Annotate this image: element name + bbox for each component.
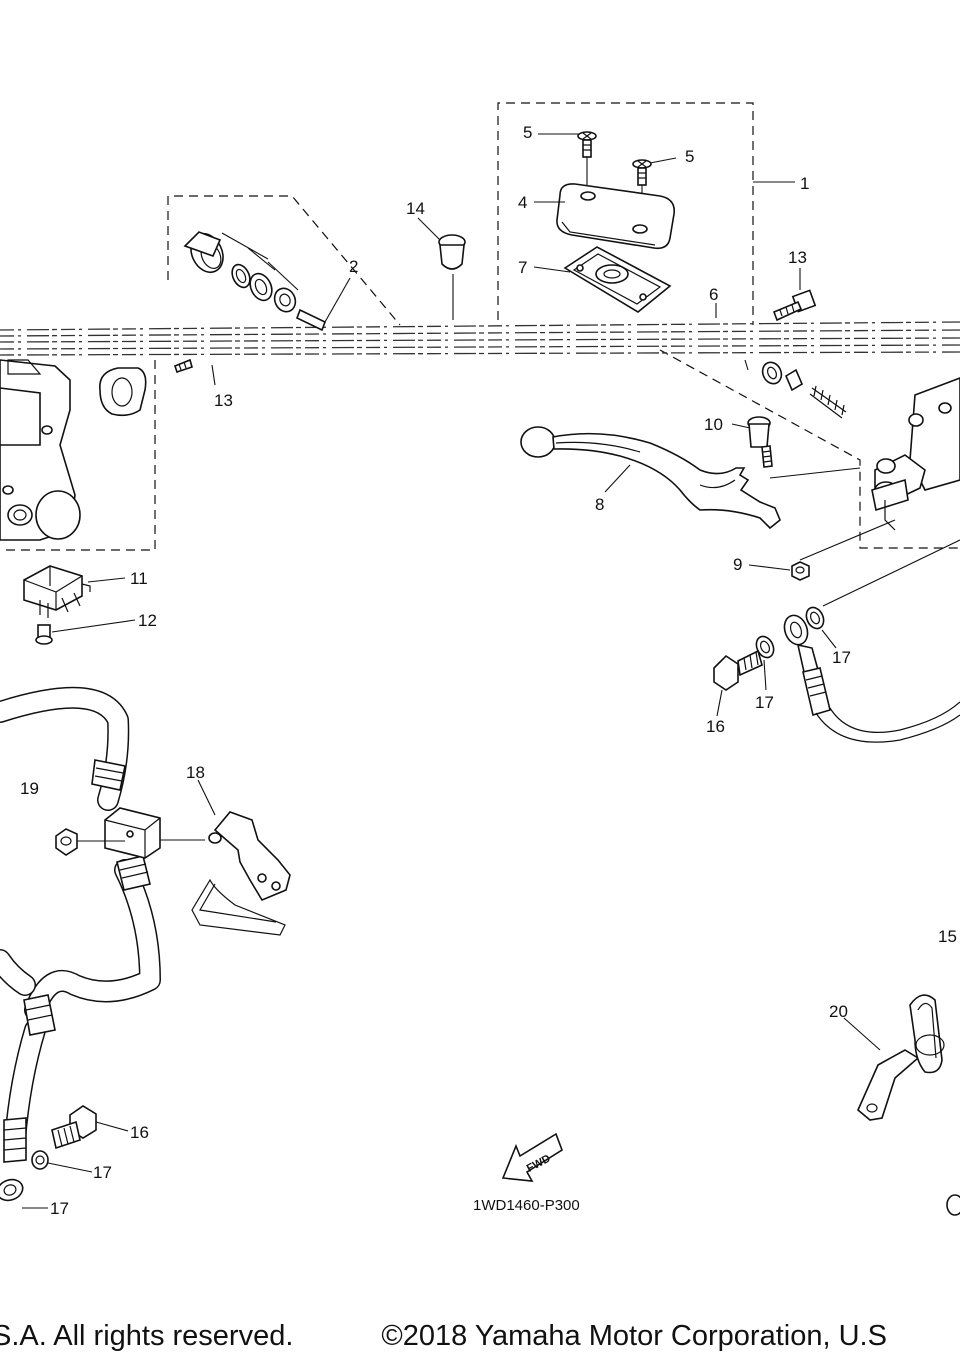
piston-kit-part-2 <box>183 231 327 332</box>
hose-clip-part-20 <box>857 994 945 1121</box>
partial-part-lower-right <box>946 1194 960 1216</box>
callout-18: 18 <box>186 763 205 782</box>
screw-part-5-left <box>577 131 597 158</box>
callout-8: 8 <box>595 495 604 514</box>
callout-17-left-b: 17 <box>50 1199 69 1218</box>
brake-switch-part-11 <box>23 565 91 618</box>
callout-9: 9 <box>733 555 742 574</box>
nut-part-19 <box>55 828 125 856</box>
leader-lines <box>22 133 881 1209</box>
right-piston-parts <box>744 359 847 419</box>
left-brake-hose <box>0 686 161 1202</box>
washer-part-17-right-a <box>805 606 825 630</box>
callout-20: 20 <box>829 1002 848 1021</box>
callout-11: 11 <box>130 569 148 588</box>
switch-screw-part-12 <box>35 624 53 645</box>
callout-16-right: 16 <box>706 717 725 736</box>
screw-part-5-right <box>632 159 652 186</box>
callout-6: 6 <box>709 285 718 304</box>
callout-12: 12 <box>138 611 157 630</box>
washer-part-17-right-b <box>755 635 775 659</box>
callout-15: 15 <box>938 927 957 946</box>
reservoir-cap-part-4 <box>556 183 676 250</box>
callout-16-left: 16 <box>130 1123 149 1142</box>
callout-13-upper: 13 <box>788 248 807 267</box>
callout-17-right-b: 17 <box>755 693 774 712</box>
union-bolt-part-16-left <box>51 1105 97 1150</box>
washer-part-17-left-a <box>31 1150 49 1170</box>
copyright-footer: S.A. All rights reserved. ©2018 Yamaha Mo… <box>0 1320 960 1353</box>
callout-17-left-a: 17 <box>93 1163 112 1182</box>
callout-10: 10 <box>704 415 723 434</box>
right-assembly-dashed-frame <box>659 349 960 549</box>
callout-14: 14 <box>406 199 425 218</box>
callout-7: 7 <box>518 258 527 277</box>
diaphragm-plate-part-7 <box>563 246 672 313</box>
bleed-screw-part-13-upper <box>772 289 817 322</box>
assembly-1-dashed-frame <box>497 102 754 325</box>
callout-5-left: 5 <box>523 123 532 142</box>
hose-bracket-part-18 <box>191 811 291 936</box>
bleed-screw-part-13-left <box>174 358 193 374</box>
assembly-2-dashed-frame <box>0 195 401 551</box>
union-bolt-part-16-right <box>713 649 763 691</box>
holder-clamp-left <box>99 367 147 417</box>
forward-direction-arrow: FWD <box>501 1132 563 1182</box>
pivot-bolt-part-10 <box>747 416 861 479</box>
right-brake-hose <box>783 614 960 743</box>
hose-clamp-block <box>104 807 205 859</box>
copyright-right: ©2018 Yamaha Motor Corporation, U.S <box>381 1320 887 1352</box>
callout-4: 4 <box>518 193 527 212</box>
right-master-cylinder <box>871 377 960 531</box>
brake-lever-part-8 <box>520 426 781 530</box>
callout-labels: 1 2 4 5 5 6 7 8 9 10 11 12 13 13 14 15 1… <box>20 123 957 1218</box>
callout-19: 19 <box>20 779 39 798</box>
scan-artifact-band <box>0 321 960 356</box>
callout-17-right-a: 17 <box>832 648 851 667</box>
callout-5-right: 5 <box>685 147 694 166</box>
rubber-cap-part-14 <box>438 234 466 320</box>
callout-1: 1 <box>800 174 809 193</box>
callout-13-left: 13 <box>214 391 233 410</box>
copyright-left: S.A. All rights reserved. <box>0 1320 294 1352</box>
drawing-code: 1WD1460-P300 <box>473 1197 580 1214</box>
callout-2: 2 <box>349 257 358 276</box>
nut-part-9 <box>791 519 896 581</box>
left-master-cylinder <box>0 359 81 541</box>
